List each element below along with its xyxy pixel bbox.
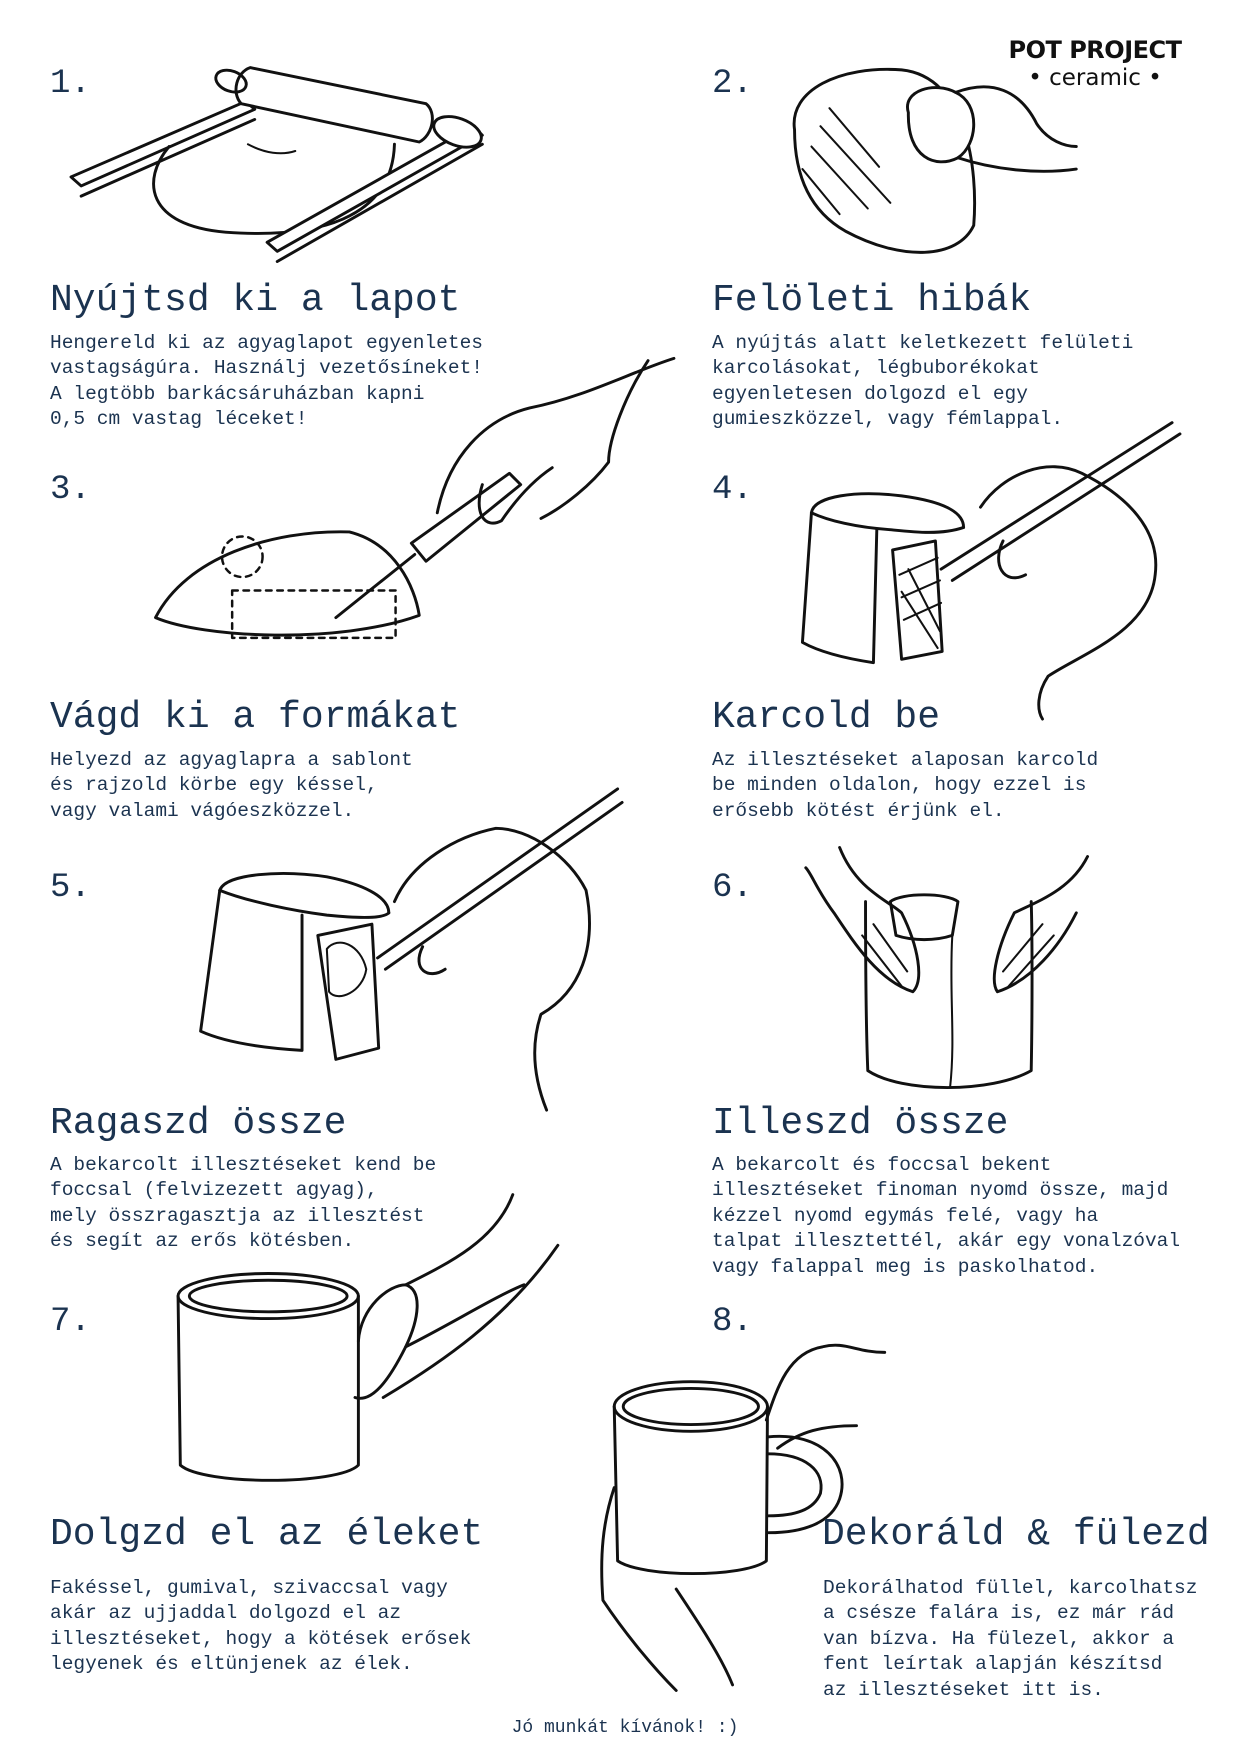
text-line: kézzel nyomd egymás felé, vagy ha bbox=[712, 1204, 1099, 1227]
step-1-description: Hengereld ki az agyaglapot egyenletes va… bbox=[50, 331, 483, 433]
step-5-title: Ragaszd össze bbox=[50, 1102, 347, 1145]
step-6-number: 6. bbox=[712, 869, 753, 907]
scoring-edges-illustration bbox=[800, 421, 1182, 721]
handled-mug-illustration bbox=[600, 1343, 887, 1692]
text-line: Fakéssel, gumival, szivaccsal vagy bbox=[50, 1577, 448, 1599]
step-8-description: Dekorálhatod füllel, karcolhatsz a csész… bbox=[823, 1576, 1197, 1703]
step-4-title: Karcold be bbox=[712, 696, 941, 739]
step-3-title: Vágd ki a formákat bbox=[50, 696, 461, 739]
text-line: fent leírtak alapján készítsd bbox=[823, 1653, 1163, 1676]
text-line: a csésze falára is, ez már rád bbox=[823, 1602, 1175, 1625]
gluing-slip-illustration bbox=[199, 787, 624, 1112]
text-line: A legtöbb barkácsáruházban kapni bbox=[50, 382, 425, 405]
text-line: van bízva. Ha fülezel, akkor a bbox=[823, 1627, 1175, 1650]
step-1-title: Nyújtsd ki a lapot bbox=[50, 279, 461, 322]
text-line: be minden oldalon, hogy ezzel is bbox=[712, 774, 1087, 797]
text-line: és segít az erős kötésben. bbox=[50, 1230, 355, 1253]
text-line: legyenek és eltünjenek az élek. bbox=[50, 1653, 413, 1676]
footer-message: Jó munkát kívánok! :) bbox=[511, 1718, 739, 1738]
text-line: Helyezd az agyaglapra a sablont bbox=[50, 749, 413, 771]
text-line: Dekorálhatod füllel, karcolhatsz bbox=[823, 1577, 1198, 1599]
step-8-number: 8. bbox=[712, 1303, 753, 1341]
text-line: illesztéseket finoman nyomd össze, majd bbox=[712, 1179, 1169, 1202]
step-1-number: 1. bbox=[50, 65, 91, 103]
step-2-number: 2. bbox=[712, 65, 753, 103]
step-2-title: Felöleti hibák bbox=[712, 279, 1032, 322]
text-line: vastagságúra. Használj vezetősíneket! bbox=[50, 357, 483, 380]
text-line: talpat illesztettél, akár egy vonalzóval bbox=[712, 1230, 1181, 1253]
text-line: 0,5 cm vastag léceket! bbox=[50, 408, 308, 431]
rolling-pin-illustration bbox=[69, 66, 484, 263]
text-line: Az illesztéseket alaposan karcold bbox=[712, 749, 1099, 771]
text-line: A bekarcolt és foccsal bekent bbox=[712, 1154, 1052, 1176]
step-4-description: Az illesztéseket alaposan karcold be min… bbox=[712, 748, 1098, 824]
text-line: mely összragasztja az illesztést bbox=[50, 1204, 425, 1227]
step-7-number: 7. bbox=[50, 1303, 91, 1341]
step-8-title: Dekoráld & fülezd bbox=[822, 1513, 1210, 1556]
text-line: illesztéseket, hogy a kötések erősek bbox=[50, 1627, 472, 1650]
smoothing-dough-illustration bbox=[792, 67, 1078, 254]
text-line: akár az ujjaddal dolgozd el az bbox=[50, 1602, 402, 1625]
text-line: az illesztéseket itt is. bbox=[823, 1678, 1104, 1701]
text-line: A bekarcolt illesztéseket kend be bbox=[50, 1154, 437, 1176]
text-line: A nyújtás alatt keletkezett felületi bbox=[712, 332, 1134, 354]
smoothing-mug-illustration bbox=[176, 1193, 560, 1482]
step-7-description: Fakéssel, gumival, szivaccsal vagy akár … bbox=[50, 1576, 471, 1678]
step-2-description: A nyújtás alatt keletkezett felületi kar… bbox=[712, 331, 1133, 433]
text-line: és rajzold körbe egy késsel, bbox=[50, 774, 378, 797]
step-5-description: A bekarcolt illesztéseket kend be foccsa… bbox=[50, 1153, 436, 1255]
step-4-number: 4. bbox=[712, 471, 753, 509]
step-5-number: 5. bbox=[50, 869, 91, 907]
text-line: erősebb kötést érjünk el. bbox=[712, 799, 1005, 822]
step-6-description: A bekarcolt és foccsal bekent illesztése… bbox=[712, 1153, 1180, 1280]
cutting-template-illustration bbox=[154, 356, 676, 640]
text-line: egyenletesen dolgozd el egy bbox=[712, 382, 1028, 405]
step-6-title: Illeszd össze bbox=[712, 1102, 1009, 1145]
step-3-description: Helyezd az agyaglapra a sablont és rajzo… bbox=[50, 748, 413, 824]
logo-brand: POT PROJECT bbox=[1008, 36, 1183, 64]
text-line: Hengereld ki az agyaglapot egyenletes bbox=[50, 332, 483, 354]
step-3-number: 3. bbox=[50, 471, 91, 509]
text-line: vagy valami vágóeszközzel. bbox=[50, 799, 355, 822]
text-line: gumieszközzel, vagy fémlappal. bbox=[712, 408, 1064, 431]
pot-project-logo: POT PROJECT • ceramic • bbox=[990, 36, 1200, 92]
text-line: vagy falappal meg is paskolhatod. bbox=[712, 1255, 1099, 1278]
text-line: karcolásokat, légbuborékokat bbox=[712, 357, 1040, 380]
text-line: foccsal (felvizezett agyag), bbox=[50, 1179, 378, 1202]
pressing-seam-illustration bbox=[804, 846, 1090, 1090]
step-7-title: Dolgzd el az éleket bbox=[50, 1513, 484, 1556]
logo-subtitle: • ceramic • bbox=[1028, 65, 1162, 91]
